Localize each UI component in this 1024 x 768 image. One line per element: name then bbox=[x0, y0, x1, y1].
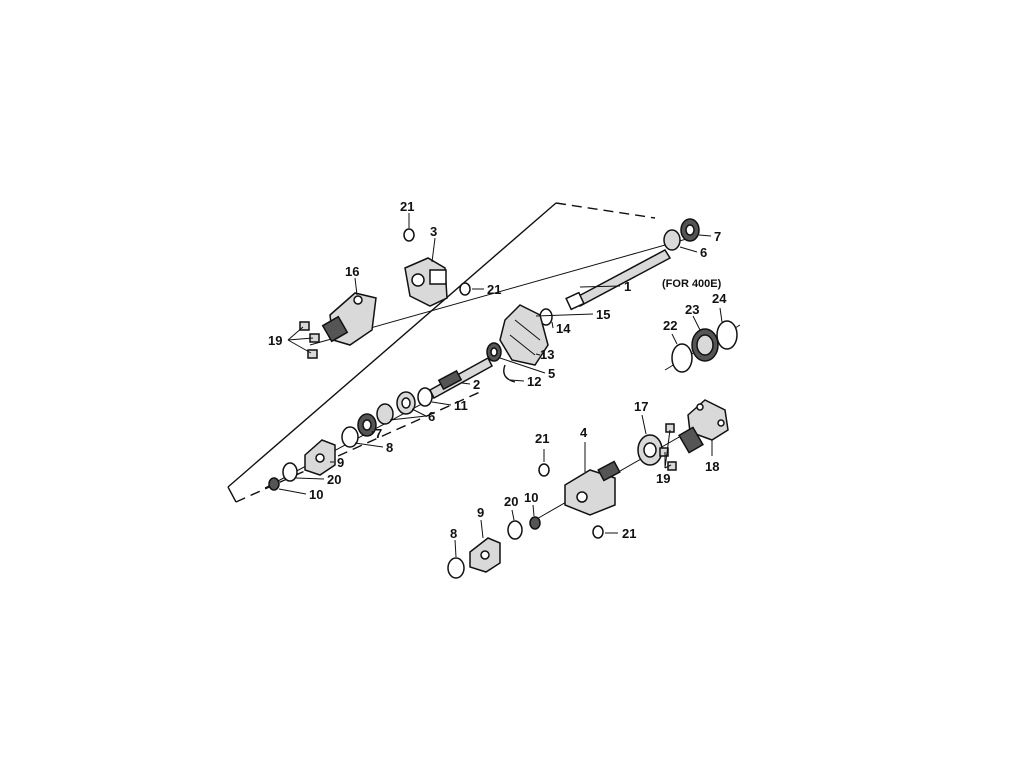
bearing-6-lower bbox=[376, 391, 416, 425]
callout-21-top: 21 bbox=[400, 199, 414, 214]
callout-1: 1 bbox=[624, 279, 631, 294]
seal-7-top bbox=[680, 218, 700, 242]
housing-18 bbox=[678, 399, 729, 454]
yoke-9-upper bbox=[304, 439, 336, 476]
bolts-19-top bbox=[299, 321, 320, 359]
yoke-9-lower bbox=[469, 537, 501, 573]
callout-20-lower: 20 bbox=[504, 494, 518, 509]
callout-6-lower: 6 bbox=[428, 409, 435, 424]
nut-10-upper bbox=[268, 477, 280, 491]
snap-ring-21-mid bbox=[459, 282, 471, 296]
callout-10-upper: 10 bbox=[309, 487, 323, 502]
ring-22 bbox=[671, 343, 693, 373]
callout-17: 17 bbox=[634, 399, 648, 414]
callout-21-mid: 21 bbox=[487, 282, 501, 297]
callout-11: 11 bbox=[454, 398, 468, 413]
ring-11 bbox=[417, 387, 433, 407]
nut-10-lower bbox=[529, 516, 541, 530]
bearing-6-top bbox=[663, 229, 681, 251]
callout-22: 22 bbox=[663, 318, 677, 333]
callout-8-upper: 8 bbox=[386, 440, 393, 455]
callout-5: 5 bbox=[548, 366, 555, 381]
callout-7-lower: 7 bbox=[375, 426, 382, 441]
snap-ring-21-bottom bbox=[592, 525, 604, 539]
seal-7-lower bbox=[357, 413, 377, 437]
ring-20-upper bbox=[282, 462, 298, 482]
callout-13: 13 bbox=[540, 347, 554, 362]
ring-8-upper bbox=[341, 426, 359, 448]
callout-2: 2 bbox=[473, 377, 480, 392]
callout-16: 16 bbox=[345, 264, 359, 279]
callout-14: 14 bbox=[556, 321, 571, 336]
callout-21-bottom: 21 bbox=[622, 526, 636, 541]
callout-7-top: 7 bbox=[714, 229, 721, 244]
gear-23 bbox=[691, 328, 719, 362]
note-for-400e: (FOR 400E) bbox=[662, 278, 722, 290]
callout-10-lower: 10 bbox=[524, 490, 538, 505]
callout-18: 18 bbox=[705, 459, 719, 474]
clip-12 bbox=[503, 364, 516, 383]
ring-24 bbox=[716, 320, 738, 350]
bearing-17 bbox=[637, 434, 663, 466]
callout-9-lower: 9 bbox=[477, 505, 484, 520]
ring-8-lower bbox=[447, 557, 465, 579]
splined-shaft-2 bbox=[429, 356, 493, 400]
assembly-boundary bbox=[227, 202, 656, 503]
impeller-13 bbox=[499, 304, 549, 366]
snap-ring-21-top bbox=[403, 228, 415, 242]
callout-6-top: 6 bbox=[700, 245, 707, 260]
callout-24: 24 bbox=[712, 291, 727, 306]
callout-3: 3 bbox=[430, 224, 437, 239]
callout-20-upper: 20 bbox=[327, 472, 341, 487]
yoke-flange-3 bbox=[404, 257, 448, 307]
callout-labels: 21 3 16 21 19 7 6 1 (FOR 400E) 15 14 13 … bbox=[268, 199, 727, 541]
callout-19-lower: 19 bbox=[656, 471, 670, 486]
shaft-1 bbox=[565, 249, 672, 311]
callout-21-lower: 21 bbox=[535, 431, 549, 446]
callout-19-top: 19 bbox=[268, 333, 282, 348]
ring-20-lower bbox=[507, 520, 523, 540]
leader-lines bbox=[278, 213, 723, 558]
callout-8-lower: 8 bbox=[450, 526, 457, 541]
coupling-4 bbox=[564, 460, 621, 516]
housing-16 bbox=[321, 292, 377, 346]
callout-15: 15 bbox=[596, 307, 610, 322]
callout-4: 4 bbox=[580, 425, 588, 440]
callout-23: 23 bbox=[685, 302, 699, 317]
callout-12: 12 bbox=[527, 374, 541, 389]
snap-ring-21-lower bbox=[538, 463, 550, 477]
bearing-5 bbox=[486, 342, 502, 362]
callout-9-upper: 9 bbox=[337, 455, 344, 470]
